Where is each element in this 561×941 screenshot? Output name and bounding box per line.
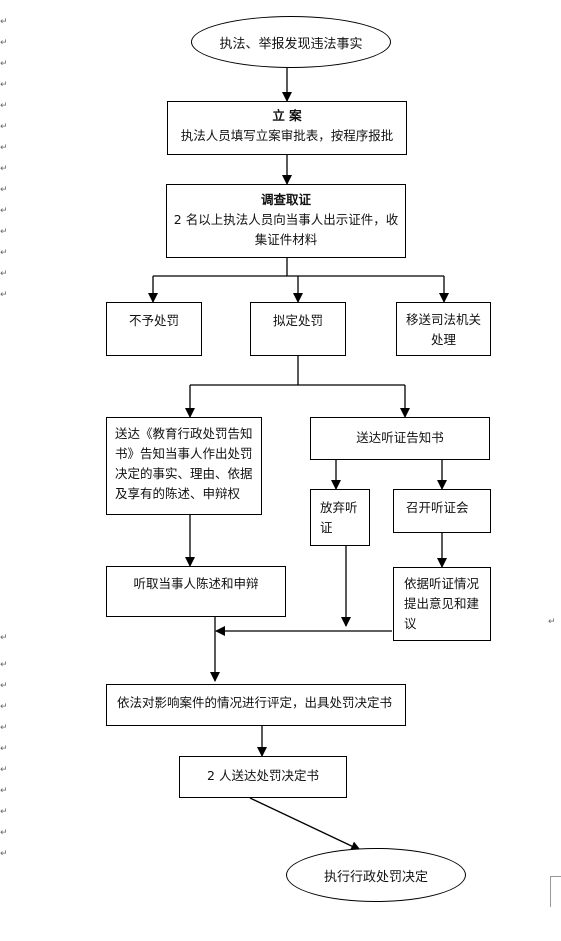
listen-statement-label: 听取当事人陈述和申辩: [133, 576, 259, 591]
transfer-line2: 处理: [430, 332, 456, 347]
investigate-title: 调查取证: [260, 192, 311, 207]
decision-box: 依法对影响案件的情况进行评定，出具处罚决定书: [106, 684, 406, 726]
notice-line4: 及享有的陈述、申辩权: [115, 486, 241, 501]
hearing-opinion-box: 依据听证情况 提出意见和建 议: [393, 567, 491, 641]
filing-text: 执法人员填写立案审批表，按程序报批: [180, 128, 394, 143]
deliver-box: 2 人送达处罚决定书: [179, 756, 347, 798]
transfer-line1: 移送司法机关: [405, 312, 481, 327]
hearing-opinion-line1: 依据听证情况: [404, 576, 480, 591]
notice-line3: 决定的事实、理由、依据: [115, 466, 253, 481]
hearing-notice-label: 送达听证告知书: [356, 430, 444, 445]
investigate-line2: 集证件材料: [254, 232, 318, 247]
propose-penalty-box: 拟定处罚: [250, 302, 346, 356]
hearing-opinion-line3: 议: [404, 616, 417, 631]
hearing-notice-box: 送达听证告知书: [310, 417, 490, 460]
execute-label: 执行行政处罚决定: [323, 869, 428, 885]
paragraph-marks: ↵↵ ↵↵ ↵↵ ↵↵ ↵↵ ↵↵ ↵↵ ↵↵ ↵↵ ↵↵ ↵↵ ↵↵ ↵: [0, 17, 8, 859]
notice-box: 送达《教育行政处罚告知 书》告知当事人作出处罚 决定的事实、理由、依据 及享有的…: [106, 417, 262, 515]
notice-line1: 送达《教育行政处罚告知: [115, 426, 253, 441]
decision-label: 依法对影响案件的情况进行评定，出具处罚决定书: [117, 695, 393, 710]
investigate-line1: 2 名以上执法人员向当事人出示证件，收: [173, 212, 399, 227]
notice-line2: 书》告知当事人作出处罚: [115, 446, 253, 461]
no-penalty-label: 不予处罚: [129, 313, 180, 328]
waive-hearing-line2: 证: [320, 520, 333, 535]
execute-node: 执行行政处罚决定: [286, 848, 466, 902]
start-node: 执法、举报发现违法事实: [191, 16, 391, 68]
hold-hearing-label: 召开听证会: [406, 500, 469, 515]
transfer-box: 移送司法机关 处理: [396, 302, 491, 356]
listen-statement-box: 听取当事人陈述和申辩: [106, 566, 286, 617]
filing-title: 立 案: [272, 108, 302, 123]
waive-hearing-line1: 放弃听: [320, 500, 358, 515]
hearing-opinion-line2: 提出意见和建: [404, 596, 480, 611]
waive-hearing-box: 放弃听 证: [310, 489, 370, 546]
page-corner-mark: [550, 876, 561, 907]
deliver-label: 2 人送达处罚决定书: [207, 768, 319, 783]
paragraph-mark-right: ↵: [548, 617, 556, 627]
hold-hearing-box: 召开听证会: [393, 489, 491, 533]
start-label: 执法、举报发现违法事实: [219, 36, 363, 52]
no-penalty-box: 不予处罚: [106, 302, 202, 356]
filing-box: 立 案 执法人员填写立案审批表，按程序报批: [167, 101, 407, 155]
propose-penalty-label: 拟定处罚: [273, 313, 324, 328]
investigate-box: 调查取证 2 名以上执法人员向当事人出示证件，收 集证件材料: [166, 184, 406, 258]
